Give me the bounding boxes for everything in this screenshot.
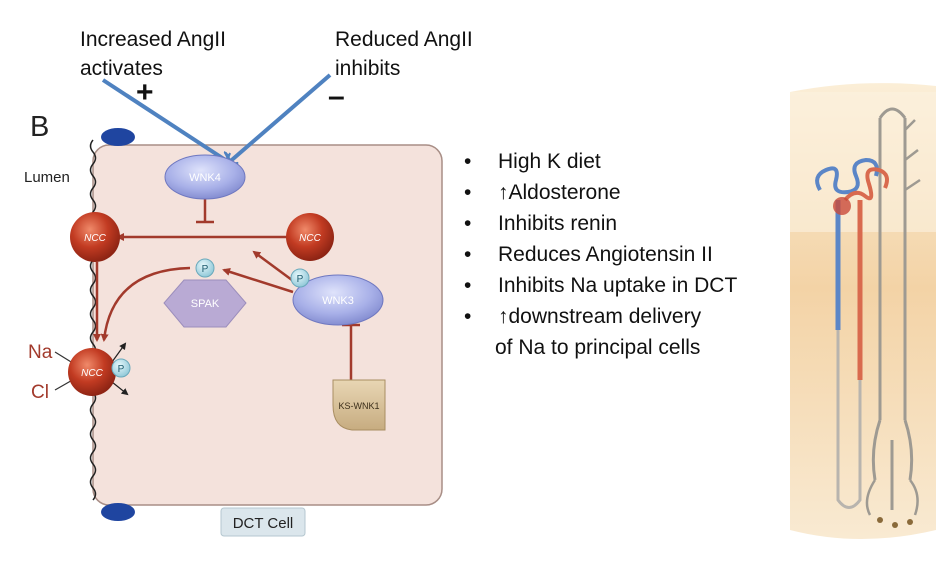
- lumen-label: Lumen: [24, 169, 70, 186]
- spak-to-ncc-arrow: [100, 266, 191, 342]
- ncc-left-node: NCC: [70, 212, 120, 262]
- bullet-item: ↑downstream delivery: [462, 301, 737, 332]
- ncc-phospho: P: [111, 358, 131, 378]
- bullet-item: Reduces Angiotensin II: [462, 239, 737, 270]
- reduced-angii-arrow: [226, 73, 332, 165]
- activates-label: activates: [80, 57, 163, 80]
- ncc-left-label: NCC: [84, 233, 106, 244]
- spak-label: SPAK: [191, 298, 220, 310]
- bullet-item: Inhibits Na uptake in DCT: [462, 270, 737, 301]
- minus-sign: –: [328, 80, 345, 113]
- ncc-right-label: NCC: [299, 233, 321, 244]
- ncc-membrane-node: NCC: [68, 348, 116, 396]
- apical-membrane: [89, 139, 97, 501]
- ion-out-arrow-1: [111, 342, 127, 363]
- nephron-illustration: [790, 83, 936, 539]
- inhibits-label: inhibits: [335, 57, 401, 80]
- wnk3-node: WNK3: [292, 274, 384, 326]
- increased-angii-label: Increased AngII: [80, 28, 226, 51]
- wnk3-to-ncc-arrow: [252, 250, 297, 285]
- increased-angii-arrow: [101, 78, 230, 163]
- ks-wnk1-label: KS-WNK1: [338, 401, 379, 411]
- spak-node: SPAK: [163, 279, 247, 328]
- ncc-right-node: NCC: [286, 213, 334, 261]
- tight-junction-bottom: [101, 503, 135, 521]
- dct-cell-label: DCT Cell: [233, 515, 294, 532]
- na-label: Na: [28, 342, 53, 363]
- wnk3-phospho: P: [290, 268, 310, 288]
- wnk4-node: WNK4: [164, 154, 246, 200]
- wnk3-p-label: P: [297, 274, 304, 285]
- plus-sign: +: [136, 76, 154, 109]
- ion-out-arrow-2: [111, 381, 129, 396]
- effects-bullet-list: High K diet ↑Aldosterone Inhibits renin …: [462, 146, 737, 363]
- bullet-item: ↑Aldosterone: [462, 177, 737, 208]
- tight-junction-top: [101, 128, 135, 146]
- ncc-p-label: P: [118, 364, 125, 375]
- bullet-item-continuation: of Na to principal cells: [495, 336, 701, 359]
- ncc-membrane-label: NCC: [81, 368, 103, 379]
- wnk3-to-spak-arrow: [222, 268, 294, 294]
- bullet-item: High K diet: [462, 146, 737, 177]
- ks-wnk1-node: KS-WNK1: [332, 379, 386, 431]
- wnk3-label: WNK3: [322, 295, 354, 307]
- cl-label: Cl: [31, 382, 49, 403]
- dct-cell-label-box: DCT Cell: [220, 507, 306, 537]
- panel-letter: B: [30, 111, 49, 143]
- reduced-angii-label: Reduced AngII: [335, 28, 473, 51]
- dct-cell-body: [92, 144, 443, 506]
- wnk4-label: WNK4: [189, 172, 221, 184]
- spak-phospho: P: [195, 258, 215, 278]
- bullet-item: Inhibits renin: [462, 208, 737, 239]
- spak-p-label: P: [202, 264, 209, 275]
